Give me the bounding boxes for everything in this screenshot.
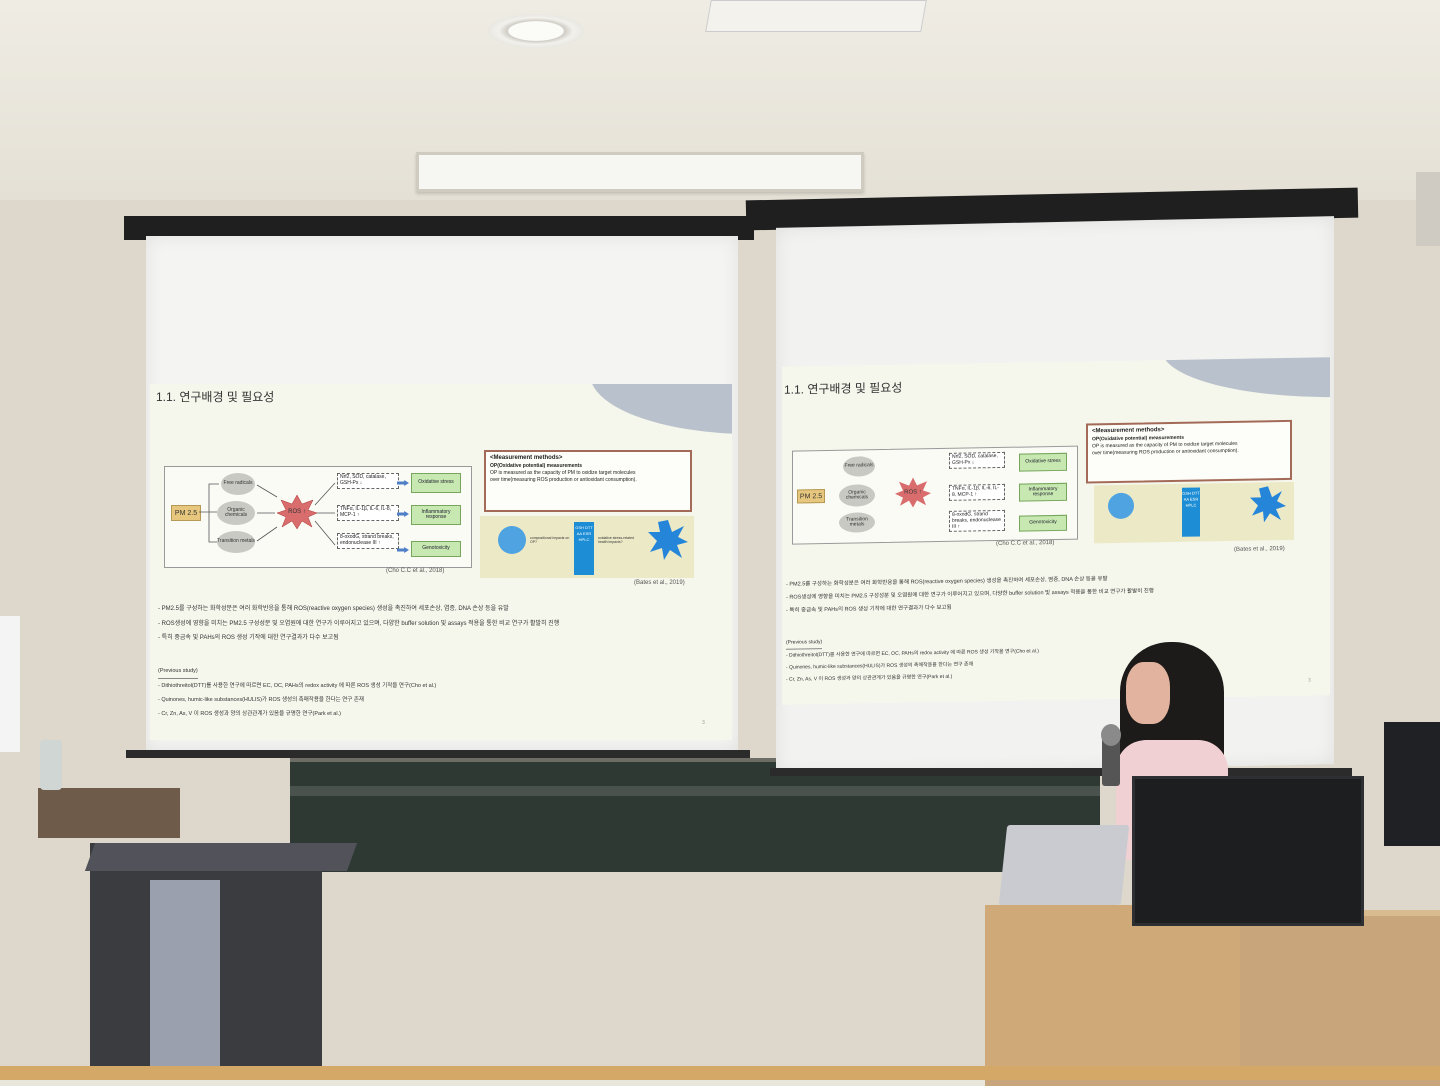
effect-dna-damage: 8-oxodG, strand breaks, endonuclease III… bbox=[337, 533, 399, 549]
arrow-icon bbox=[397, 480, 409, 486]
outcome-inflammatory-response: Inflammatory response bbox=[1019, 482, 1067, 502]
background-bullets: - PM2.5를 구성하는 화학성분은 여러 화학반응을 통해 ROS(reac… bbox=[786, 569, 1326, 618]
previous-study-title: (Previous study) bbox=[158, 664, 198, 680]
ros-label: ROS ↑ bbox=[288, 509, 306, 515]
slide-decoration bbox=[1162, 357, 1330, 401]
outcome-genotoxicity: Genotoxicity bbox=[1019, 514, 1067, 532]
ros-mechanism-diagram: PM 2.5 Free radicals Organic chemicals T… bbox=[164, 466, 472, 568]
ceiling-light bbox=[416, 152, 864, 192]
effect-antioxidant: Nrf2, SOD, catalase, GSH-Px ↓ bbox=[337, 473, 399, 489]
audience-chairs bbox=[0, 1066, 1440, 1080]
previous-study-3: - Cr, Zn, As, V 이 ROS 생성과 양의 상관관계가 있음을 규… bbox=[158, 711, 341, 718]
measurement-methods-box: <Measurement methods> OP(Oxidative poten… bbox=[484, 450, 692, 512]
source-transition-metals: Transition metals bbox=[839, 512, 875, 533]
op-right-label: oxidative stress-related health impacts? bbox=[598, 536, 634, 544]
op-assay-figure: GSH DTT AA ESR HPLC compositional impact… bbox=[480, 516, 694, 578]
methods-line-2: over time(measuring ROS production or an… bbox=[490, 477, 637, 484]
page-number: 3 bbox=[1308, 677, 1311, 684]
bullet-3: - 특히 중금속 및 PAHs의 ROS 생성 기작에 대한 연구결과가 다수 … bbox=[158, 635, 339, 642]
background-bullets: - PM2.5를 구성하는 화학성분은 여러 화학반응을 통해 ROS(reac… bbox=[158, 602, 724, 646]
effect-cytokines: TNFα, IL-1β, IL-6, IL-8, MCP-1 ↑ bbox=[949, 483, 1005, 501]
ros-mechanism-diagram: PM 2.5 Free radicals Organic chemicals T… bbox=[792, 445, 1078, 545]
methods-citation: (Bates et al., 2019) bbox=[1234, 546, 1285, 553]
source-organic-chemicals: Organic chemicals bbox=[217, 501, 255, 525]
microphone-head bbox=[1101, 724, 1121, 746]
methods-title: <Measurement methods> bbox=[490, 455, 563, 461]
podium-panel bbox=[150, 880, 220, 1080]
outcome-genotoxicity: Genotoxicity bbox=[411, 541, 461, 557]
methods-citation: (Bates et al., 2019) bbox=[634, 580, 685, 586]
diagram-citation: (Cho C.C et al., 2018) bbox=[996, 540, 1055, 548]
ros-label: ROS ↑ bbox=[904, 489, 922, 496]
outcome-inflammatory-response: Inflammatory response bbox=[411, 505, 461, 525]
left-slide: 1.1. 연구배경 및 필요성 PM 2.5 Free radicals Org… bbox=[150, 384, 732, 740]
health-impact-star-icon bbox=[648, 520, 688, 565]
spray-bottle bbox=[40, 740, 62, 790]
smoke-detector-icon bbox=[488, 14, 584, 48]
arrow-icon bbox=[397, 511, 409, 517]
previous-study-2: - Quinones, humic-like substances(HULIS)… bbox=[158, 697, 364, 704]
source-free-radicals: Free radicals bbox=[843, 456, 875, 477]
screen-bottom-bar-right bbox=[770, 768, 1352, 776]
pm-particle-icon bbox=[1108, 492, 1134, 520]
previous-study-section: (Previous study) - Dithiothreitol(DTT)를 … bbox=[786, 627, 1326, 685]
diagram-citation: (Cho C.C et al., 2018) bbox=[386, 568, 445, 574]
chalkboard-rail bbox=[290, 786, 1100, 796]
page-number: 3 bbox=[702, 720, 705, 726]
right-slide: 1.1. 연구배경 및 필요성 PM 2.5 Free radicals Org… bbox=[782, 357, 1330, 705]
pm-label: PM 2.5 bbox=[171, 505, 201, 521]
methods-subtitle: OP(Oxidative potential) measurements bbox=[490, 462, 582, 469]
previous-study-title: (Previous study) bbox=[786, 636, 823, 650]
methods-line-1: OP is measured as the capacity of PM to … bbox=[490, 469, 636, 476]
previous-study-1: - Dithiothreitol(DTT)를 사용한 연구에 따르면 EC, O… bbox=[158, 683, 437, 690]
assay-column: GSH DTT AA ESR HPLC bbox=[574, 522, 594, 575]
ceiling-ac-unit bbox=[705, 0, 927, 32]
wall-speaker bbox=[1416, 172, 1440, 246]
outcome-oxidative-stress: Oxidative stress bbox=[1019, 452, 1067, 472]
health-impact-star-icon bbox=[1250, 486, 1286, 528]
podium-top bbox=[84, 843, 358, 871]
op-left-label: compositional impacts on OP? bbox=[530, 536, 570, 544]
desk-monitor bbox=[1132, 776, 1364, 926]
measurement-methods-box: <Measurement methods> OP(Oxidative poten… bbox=[1086, 419, 1292, 484]
diagram-arrows bbox=[199, 482, 336, 546]
ros-burst: ROS ↑ bbox=[277, 495, 317, 529]
slide-title: 1.1. 연구배경 및 필요성 bbox=[784, 380, 903, 397]
assay-column: GSH DTT AA ESR HPLC bbox=[1182, 487, 1200, 537]
ros-burst: ROS ↑ bbox=[895, 477, 931, 508]
presenter-face bbox=[1126, 662, 1170, 724]
pm-label: PM 2.5 bbox=[797, 489, 825, 504]
slide-decoration bbox=[590, 384, 732, 434]
effect-antioxidant: Nrf2, SOD, catalase, GSH-Px ↓ bbox=[949, 451, 1005, 469]
outcome-oxidative-stress: Oxidative stress bbox=[411, 473, 461, 493]
screen-bottom-bar-left bbox=[126, 750, 750, 758]
side-monitor bbox=[1384, 722, 1440, 846]
bullet-2: - ROS생성에 영향을 미치는 PM2.5 구성성분 및 오염원에 대한 연구… bbox=[158, 620, 560, 627]
arrow-icon bbox=[397, 547, 409, 553]
pm-particle-icon bbox=[498, 526, 526, 554]
wall-notices bbox=[0, 616, 20, 752]
effect-dna-damage: 8-oxodG, strand breaks, endonuclease III… bbox=[949, 509, 1005, 533]
bullet-1: - PM2.5를 구성하는 화학성분은 여러 화학반응을 통해 ROS(reac… bbox=[158, 606, 509, 612]
effect-cytokines: TNFα, IL-1β, IL-6, IL-8, MCP-1 ↑ bbox=[337, 505, 399, 521]
previous-study-section: (Previous study) - Dithiothreitol(DTT)를 … bbox=[158, 664, 724, 721]
slide-title: 1.1. 연구배경 및 필요성 bbox=[156, 390, 275, 404]
source-free-radicals: Free radicals bbox=[221, 473, 255, 495]
source-organic-chemicals: Organic chemicals bbox=[839, 484, 875, 507]
chalkboard bbox=[290, 758, 1100, 872]
source-transition-metals: Transition metals bbox=[217, 531, 255, 553]
lecture-desk-front bbox=[985, 905, 1240, 1080]
wall-shelf bbox=[38, 788, 180, 838]
op-assay-figure: GSH DTT AA ESR HPLC bbox=[1094, 481, 1294, 544]
laptop bbox=[998, 825, 1130, 905]
